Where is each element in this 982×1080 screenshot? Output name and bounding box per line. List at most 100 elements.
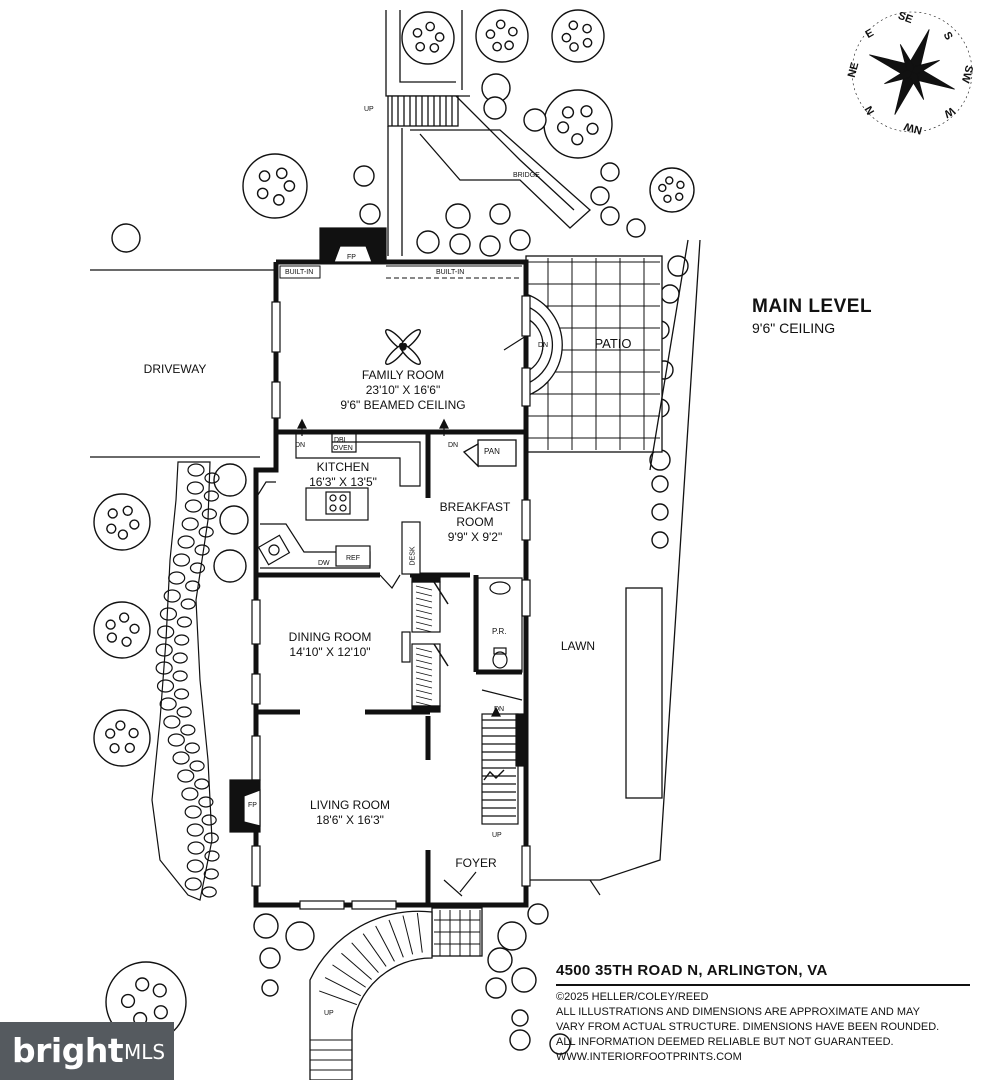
kitchen-label: KITCHEN 16'3" X 13'5" — [309, 460, 377, 489]
tree-icon — [523, 108, 547, 132]
tree-icon — [551, 9, 605, 63]
bright-logo-text: bright — [12, 1031, 124, 1070]
tree-icon — [651, 503, 669, 521]
living-room-label: LIVING ROOM 18'6" X 16'3" — [309, 798, 390, 827]
dn-breakfast: DN — [448, 442, 459, 449]
fp-label-living: FP — [248, 802, 257, 809]
dbl-label: DBL — [334, 437, 348, 444]
builtin-right-label: BUILT-IN — [436, 269, 465, 276]
tree-icon — [489, 203, 511, 225]
pantry — [462, 439, 517, 468]
tree-icon — [487, 947, 513, 973]
doors — [255, 335, 601, 897]
tree-icon — [259, 947, 281, 969]
tree-icon — [353, 165, 375, 187]
up-front: UP — [324, 1010, 334, 1017]
tree-icon — [626, 218, 646, 238]
tree-icon — [497, 921, 527, 951]
stone-walkway — [151, 461, 220, 901]
footer-divider — [556, 984, 970, 986]
tree-icon — [93, 601, 151, 659]
up-rear: UP — [364, 106, 374, 113]
tree-icon — [600, 162, 620, 182]
tree-icon — [483, 96, 507, 120]
plan-footer: 4500 35TH ROAD N, ARLINGTON, VA ©2025 HE… — [556, 962, 970, 1065]
family-room-label: FAMILY ROOM 23'10" X 16'6" 9'6" BEAMED C… — [340, 368, 466, 412]
tree-icon — [660, 284, 680, 304]
driveway-lines — [90, 269, 276, 458]
tree-icon — [651, 475, 669, 493]
copyright: ©2025 HELLER/COLEY/REED — [556, 991, 709, 1003]
fireplaces — [229, 227, 387, 833]
rear-stairs — [385, 10, 591, 256]
patio-label: PATIO — [594, 336, 632, 351]
tree-icon — [445, 203, 471, 229]
tree-icon — [479, 235, 501, 257]
desk-label: DESK — [409, 546, 417, 566]
powder-room — [477, 577, 523, 673]
bridge-label: BRIDGE — [513, 172, 540, 179]
powder-room-label: P.R. — [492, 627, 507, 636]
level-title: MAIN LEVEL — [752, 296, 873, 317]
tree-icon — [649, 167, 695, 213]
landscape-trees — [93, 9, 695, 1055]
front-steps — [309, 907, 483, 1080]
tree-icon — [213, 549, 247, 583]
tree-icon — [449, 233, 471, 255]
bright-mls-watermark: bright MLS — [0, 1022, 174, 1080]
tree-icon — [261, 979, 279, 997]
property-address: 4500 35TH ROAD N, ARLINGTON, VA — [556, 962, 828, 979]
kitchen-fixtures — [257, 432, 421, 575]
driveway-label: DRIVEWAY — [143, 362, 207, 376]
tree-icon — [416, 230, 440, 254]
dn-stairs: DN — [494, 706, 505, 713]
oven-label: OVEN — [333, 445, 353, 452]
tree-icon — [213, 463, 247, 497]
tree-icon — [285, 921, 315, 951]
patio — [525, 255, 663, 453]
tree-icon — [600, 206, 620, 226]
tree-icon — [93, 709, 151, 767]
tree-icon — [590, 186, 610, 206]
tree-icon — [527, 903, 549, 925]
tree-icon — [543, 89, 613, 159]
tree-icon — [93, 493, 151, 551]
ref-label: REF — [346, 555, 360, 562]
closets — [411, 574, 449, 713]
pan-label: PAN — [484, 447, 500, 456]
dn-patio: DN — [538, 342, 549, 349]
tree-icon — [475, 9, 529, 63]
up-main: UP — [492, 832, 502, 839]
tree-icon — [549, 1033, 571, 1055]
tree-icon — [651, 531, 669, 549]
mls-logo-text: MLS — [124, 1040, 166, 1064]
dn-kitchen: DN — [295, 442, 306, 449]
tree-icon — [509, 229, 531, 251]
lawn-boundary — [525, 239, 701, 881]
ceiling-height: 9'6" CEILING — [752, 320, 836, 336]
disclaimer-3: ALL INFORMATION DEEMED RELIABLE BUT NOT … — [556, 1036, 894, 1048]
tree-icon — [359, 203, 381, 225]
foyer-label: FOYER — [455, 856, 497, 870]
tree-icon — [253, 913, 279, 939]
builtin-left-label: BUILT-IN — [285, 269, 314, 276]
disclaimer-1: ALL ILLUSTRATIONS AND DIMENSIONS ARE APP… — [556, 1006, 920, 1018]
tree-icon — [219, 505, 249, 535]
tree-icon — [511, 967, 537, 993]
dw-label: DW — [318, 560, 330, 567]
ceiling-fan-icon — [385, 329, 421, 365]
tree-icon — [401, 11, 455, 65]
fp-label-family: FP — [347, 254, 356, 261]
tree-icon — [511, 1009, 529, 1027]
built-ins — [279, 265, 522, 279]
main-staircase — [481, 689, 527, 825]
tree-icon — [485, 977, 507, 999]
breakfast-room-label: BREAKFAST ROOM 9'9" X 9'2" — [439, 500, 511, 544]
dining-room-label: DINING ROOM 14'10" X 12'10" — [288, 630, 372, 659]
disclaimer-2: VARY FROM ACTUAL STRUCTURE. DIMENSIONS H… — [556, 1021, 940, 1033]
website: WWW.INTERIORFOOTPRINTS.COM — [556, 1051, 742, 1063]
compass-icon — [851, 11, 973, 133]
lawn-label: LAWN — [560, 639, 596, 653]
tree-icon — [111, 223, 141, 253]
